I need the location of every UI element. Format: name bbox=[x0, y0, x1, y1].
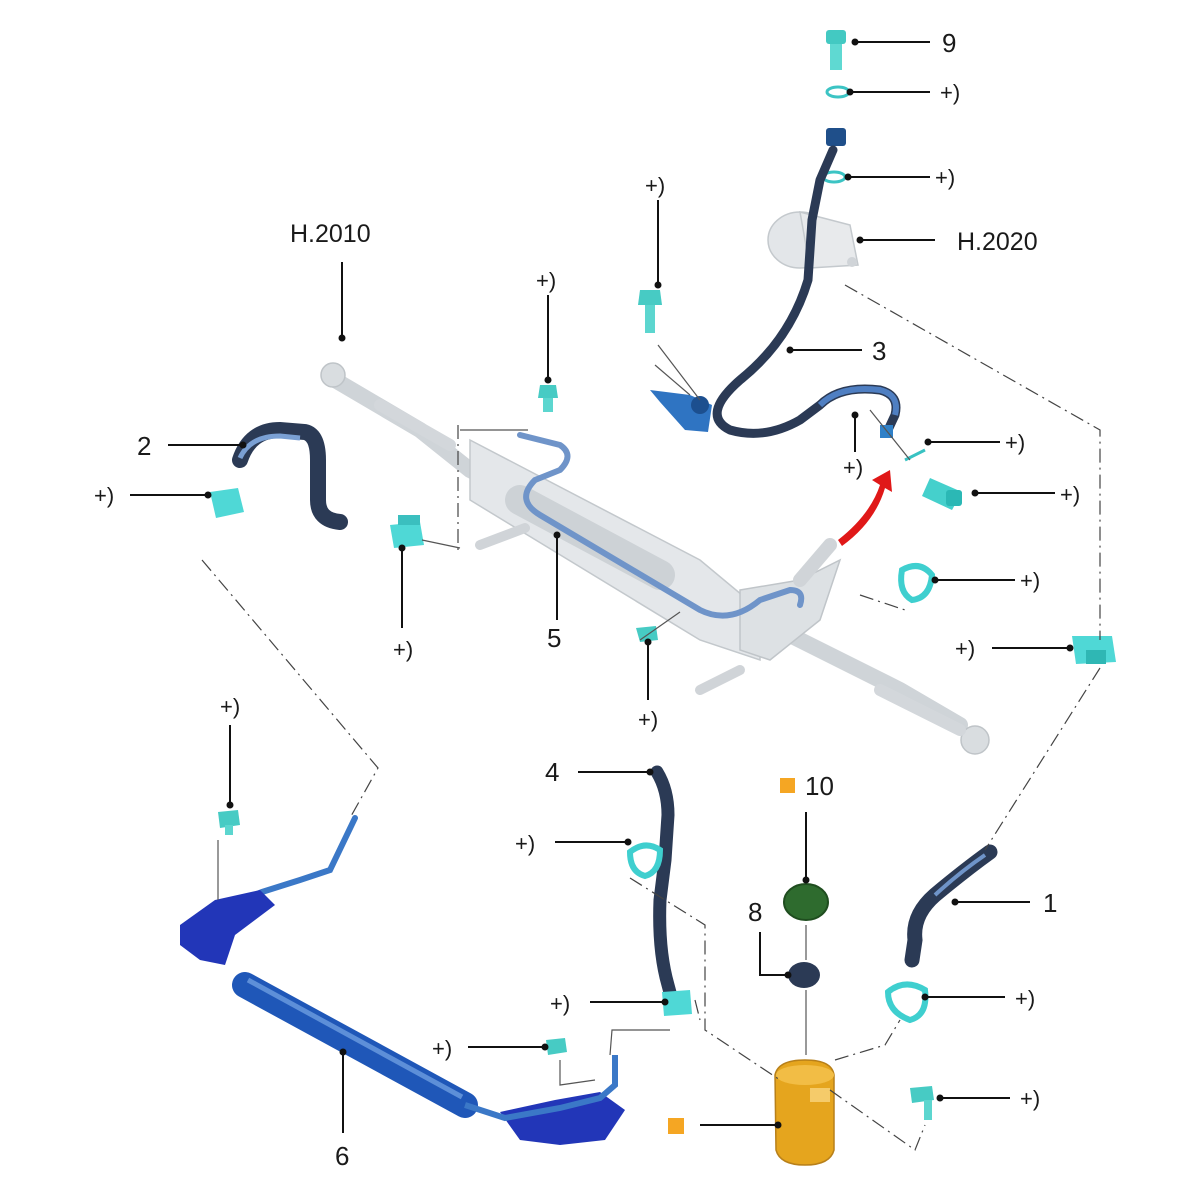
bolt bbox=[538, 385, 558, 412]
reference-lines bbox=[201, 284, 1101, 1151]
part-1-return-hose bbox=[904, 844, 998, 968]
red-curved-arrow-icon bbox=[838, 470, 892, 546]
mounting-bracket bbox=[180, 890, 625, 1145]
plus-note-label: +) bbox=[1005, 430, 1025, 455]
part-6-label: 6 bbox=[335, 1141, 349, 1171]
part-5-label: 5 bbox=[547, 623, 561, 653]
plus-note-label: +) bbox=[94, 483, 114, 508]
plus-note-label: +) bbox=[393, 637, 413, 662]
bolt bbox=[638, 290, 662, 333]
part-2-hose bbox=[232, 421, 348, 530]
plus-note-label: +) bbox=[843, 455, 863, 480]
ref-h2010-label: H.2010 bbox=[290, 220, 371, 248]
hose-clamp bbox=[884, 981, 929, 1024]
plus-note-label: +) bbox=[1020, 1086, 1040, 1111]
part-4-label: 4 bbox=[545, 757, 559, 787]
pressure-switch bbox=[922, 478, 962, 510]
hose-3-end-section bbox=[817, 386, 899, 416]
hose-clamp bbox=[898, 563, 936, 604]
orange-square-marker-icon bbox=[668, 1118, 684, 1134]
hose-clamp bbox=[210, 488, 244, 518]
part-9-label: 9 bbox=[942, 28, 956, 58]
plus-note-label: +) bbox=[935, 165, 955, 190]
plus-note-label: +) bbox=[645, 173, 665, 198]
part-3-label: 3 bbox=[872, 336, 886, 366]
part-4-hose bbox=[650, 765, 679, 1007]
plus-note-label: +) bbox=[550, 991, 570, 1016]
plus-note-label: +) bbox=[955, 636, 975, 661]
plus-note-label: +) bbox=[1060, 482, 1080, 507]
part-5-steel-line bbox=[517, 432, 805, 619]
cooler-return-line bbox=[464, 1055, 618, 1122]
part-1-label: 1 bbox=[1043, 888, 1057, 918]
part-8-label: 8 bbox=[748, 897, 762, 927]
hose-clamp bbox=[662, 990, 692, 1016]
plus-note-label: +) bbox=[1015, 986, 1035, 1011]
bolt bbox=[910, 1086, 934, 1120]
part-8-cap bbox=[788, 962, 820, 988]
part-2-label: 2 bbox=[137, 431, 151, 461]
banjo-fitting bbox=[826, 128, 846, 146]
ref-h2020-label: H.2020 bbox=[957, 228, 1038, 256]
part-10-filter bbox=[783, 883, 829, 921]
part-9-banjo-bolt bbox=[826, 30, 846, 70]
fluid-reservoir bbox=[774, 1059, 835, 1166]
plus-note-label: +) bbox=[638, 707, 658, 732]
sealing-washer-icon bbox=[825, 85, 851, 99]
hose-clamp bbox=[390, 515, 424, 548]
part-10-label: 10 bbox=[805, 771, 834, 801]
bolt bbox=[636, 626, 658, 642]
plus-note-label: +) bbox=[940, 80, 960, 105]
plus-note-label: +) bbox=[432, 1036, 452, 1061]
plus-note-label: +) bbox=[1020, 568, 1040, 593]
part-6-cooler-tube bbox=[232, 972, 478, 1118]
plus-note-label: +) bbox=[220, 694, 240, 719]
plus-note-label: +) bbox=[515, 831, 535, 856]
bolt bbox=[218, 810, 240, 835]
bolt bbox=[546, 1038, 567, 1055]
hose-clamp bbox=[1072, 636, 1116, 664]
orange-square-marker-icon bbox=[780, 778, 795, 793]
leader-lines bbox=[130, 38, 1074, 1133]
plus-note-label: +) bbox=[536, 268, 556, 293]
hose-3-bracket bbox=[650, 390, 712, 432]
hose-clamp bbox=[626, 842, 664, 880]
